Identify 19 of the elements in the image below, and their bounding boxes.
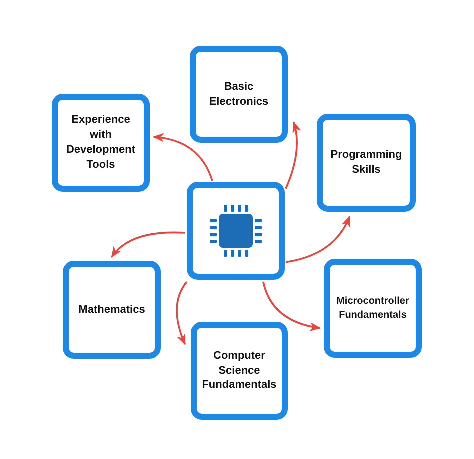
box-label: Computer Science Fundamentals <box>201 348 278 394</box>
rounded-box <box>191 322 288 420</box>
rounded-box <box>52 94 150 192</box>
box-label: Programming Skills <box>330 148 404 178</box>
box-label: Basic Electronics <box>208 80 270 110</box>
rounded-box <box>190 46 288 143</box>
curved-arrow <box>285 122 301 190</box>
curved-arrow <box>152 134 214 182</box>
rounded-box <box>324 259 422 358</box>
box-label: Experience with Development Tools <box>65 113 137 173</box>
curved-arrow <box>286 216 351 264</box>
curved-arrow <box>176 281 188 346</box>
rounded-box <box>187 182 285 280</box>
box-label: Mathematics <box>78 302 146 318</box>
rounded-box <box>63 261 161 359</box>
curved-arrow <box>262 282 322 332</box>
curved-arrow <box>111 232 186 258</box>
box-label: Microcontroller Fundamentals <box>336 295 410 322</box>
rounded-box <box>317 114 416 212</box>
